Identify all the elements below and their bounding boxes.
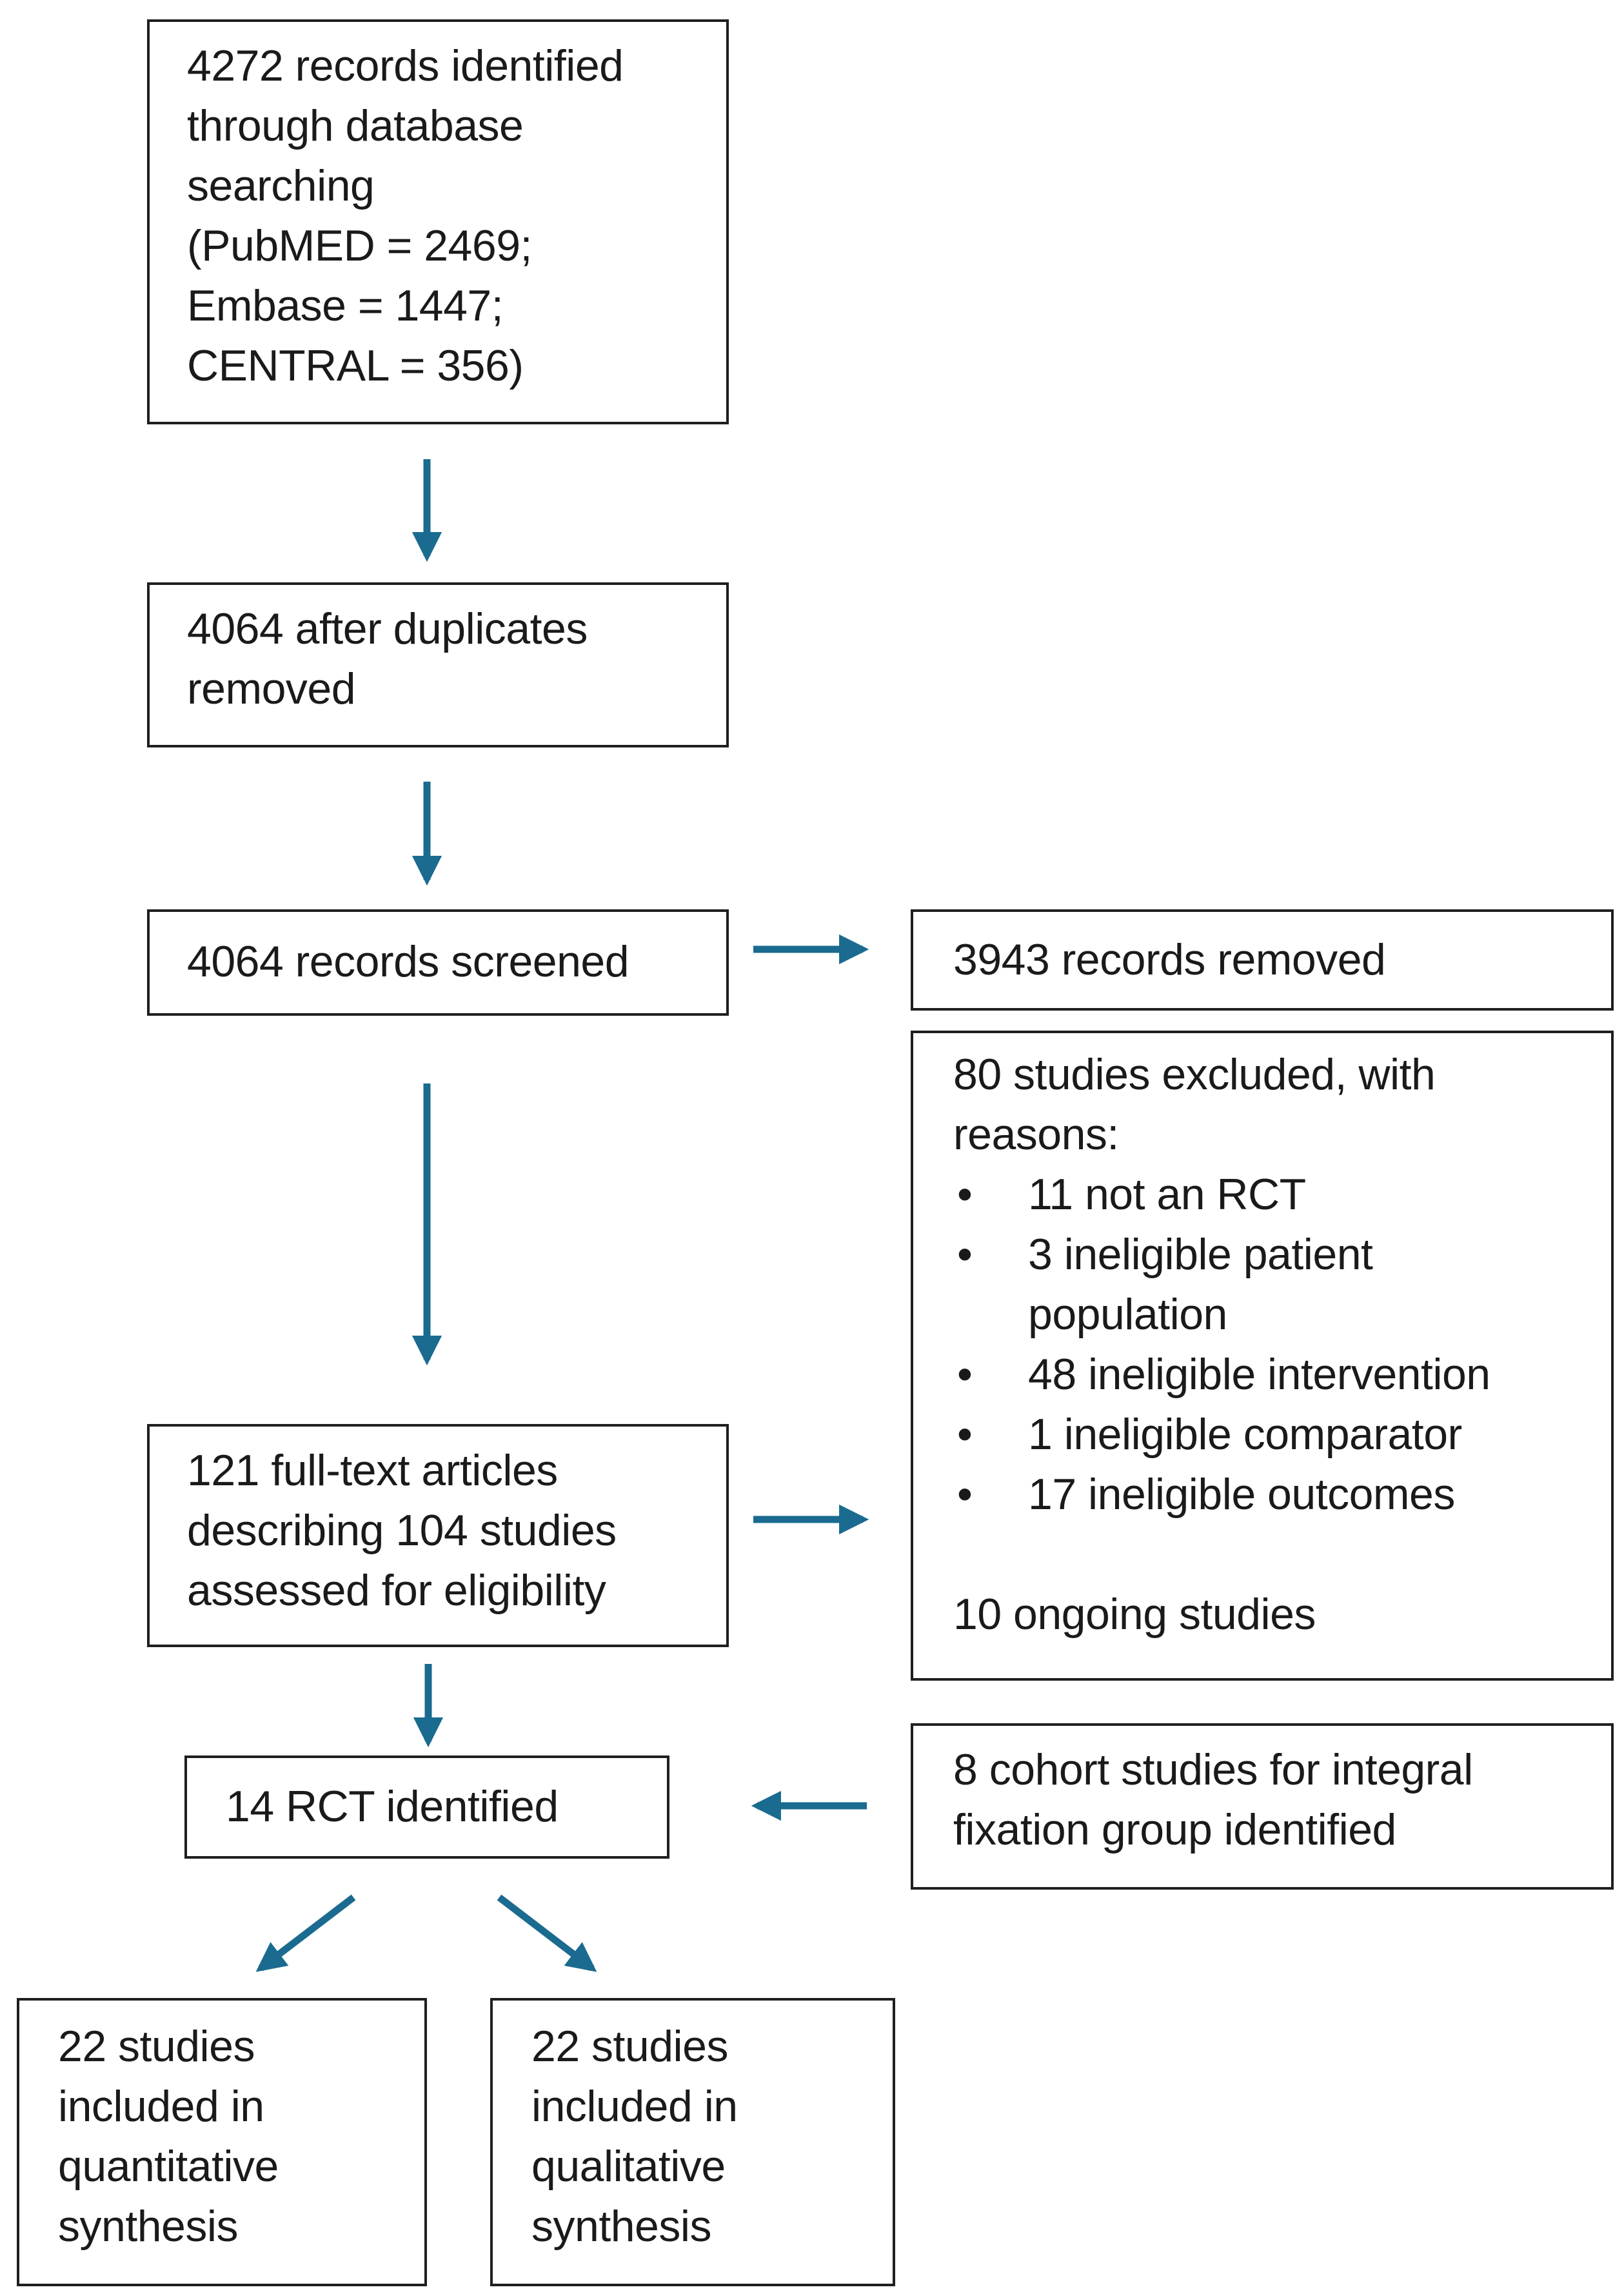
qualitative-synthesis-text: 22 studies included in qualitative synth… [531, 2017, 877, 2257]
exclusion-reason: • 11 not an RCT [953, 1165, 1596, 1225]
records-removed-text: 3943 records removed [953, 930, 1596, 990]
box-line: removed [187, 664, 356, 713]
box-line: included in [531, 2082, 738, 2131]
exclusion-reason-text: 48 ineligible intervention [1028, 1350, 1490, 1399]
bullet-glyph: • [957, 1170, 973, 1219]
exclusion-reason-text: 1 ineligible comparator [1028, 1410, 1462, 1459]
box-line: 14 RCT identified [226, 1782, 559, 1831]
exclusion-reason-text: 3 ineligible patient [1028, 1230, 1373, 1279]
excluded-intro-line: 80 studies excluded, with [953, 1050, 1436, 1099]
box-line: 4272 records identified [187, 41, 624, 90]
box-line: assessed for eligibility [187, 1566, 606, 1615]
box-line: searching [187, 161, 375, 210]
bullet-glyph: • [957, 1470, 973, 1519]
box-line: 4064 records screened [187, 937, 629, 986]
records-identified-text: 4272 records identified through database… [187, 36, 711, 396]
bullet-glyph: • [957, 1350, 973, 1399]
cohort-studies-box: 8 cohort studies for integral fixation g… [911, 1723, 1614, 1890]
exclusion-reason: • 3 ineligible patient population [953, 1225, 1596, 1345]
box-line: 8 cohort studies for integral [953, 1745, 1473, 1794]
rct-identified-box: 14 RCT identified [184, 1755, 669, 1859]
duplicates-removed-box: 4064 after duplicates removed [147, 582, 729, 747]
duplicates-removed-text: 4064 after duplicates removed [187, 599, 711, 719]
box-line: 121 full-text articles [187, 1446, 558, 1495]
box-line: quantitative [58, 2142, 279, 2191]
box-line: included in [58, 2082, 264, 2131]
bullet-glyph: • [957, 1230, 973, 1279]
box-line: 4064 after duplicates [187, 604, 588, 653]
exclusion-reasons-list: • 11 not an RCT • 3 ineligible patient p… [953, 1165, 1596, 1525]
box-line: 3943 records removed [953, 935, 1386, 984]
fulltext-assessed-text: 121 full-text articles describing 104 st… [187, 1441, 711, 1621]
cohort-studies-text: 8 cohort studies for integral fixation g… [953, 1740, 1596, 1860]
box-line: Embase = 1447; [187, 281, 504, 330]
fulltext-assessed-box: 121 full-text articles describing 104 st… [147, 1424, 729, 1647]
excluded-footer-line: 10 ongoing studies [953, 1590, 1316, 1639]
excluded-intro-line: reasons: [953, 1110, 1119, 1159]
box-line: describing 104 studies [187, 1506, 617, 1555]
studies-excluded-box: 80 studies excluded, with reasons: • 11 … [911, 1031, 1614, 1681]
studies-excluded-text: 80 studies excluded, with reasons: • 11 … [953, 1045, 1596, 1645]
exclusion-reason: • 48 ineligible intervention [953, 1345, 1596, 1405]
exclusion-reason: • 17 ineligible outcomes [953, 1465, 1596, 1525]
box-line: CENTRAL = 356) [187, 341, 524, 390]
box-line: (PubMED = 2469; [187, 221, 532, 270]
box-line: qualitative [531, 2142, 726, 2191]
exclusion-reason-text: 17 ineligible outcomes [1028, 1470, 1455, 1519]
box-line: through database [187, 101, 524, 150]
exclusion-reason: • 1 ineligible comparator [953, 1405, 1596, 1465]
records-screened-box: 4064 records screened [147, 909, 729, 1016]
box-line: fixation group identified [953, 1805, 1396, 1854]
records-removed-box: 3943 records removed [911, 909, 1614, 1011]
exclusion-reason-text: population [1028, 1290, 1227, 1339]
records-identified-box: 4272 records identified through database… [147, 19, 729, 424]
quantitative-synthesis-box: 22 studies included in quantitative synt… [17, 1998, 427, 2286]
box-line: synthesis [531, 2202, 711, 2251]
exclusion-reason-text: 11 not an RCT [1028, 1170, 1306, 1219]
qualitative-synthesis-box: 22 studies included in qualitative synth… [490, 1998, 895, 2286]
box-line: synthesis [58, 2202, 238, 2251]
arrow-rct-to-qualitative [497, 1894, 597, 1972]
records-screened-text: 4064 records screened [187, 932, 711, 992]
box-line: 22 studies [531, 2022, 728, 2071]
box-line: 22 studies [58, 2022, 255, 2071]
arrow-rct-to-quantitative [255, 1894, 356, 1972]
rct-identified-text: 14 RCT identified [226, 1777, 651, 1837]
bullet-glyph: • [957, 1410, 973, 1459]
quantitative-synthesis-text: 22 studies included in quantitative synt… [58, 2017, 409, 2257]
